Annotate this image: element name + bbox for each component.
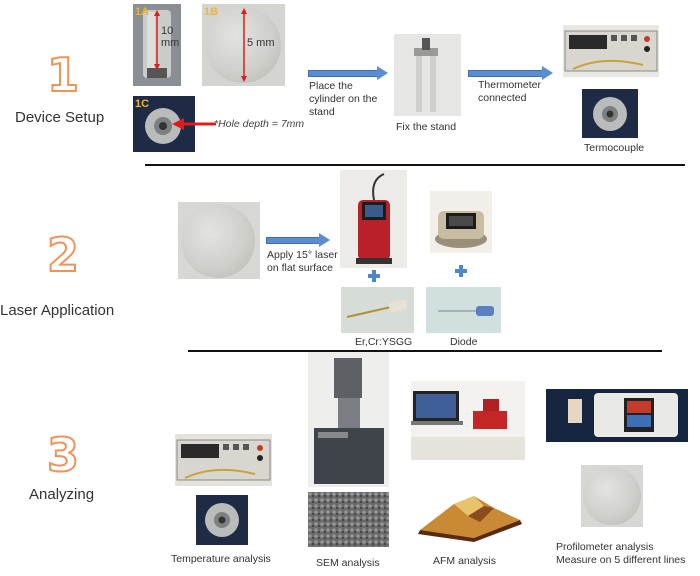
afm-analysis-label: AFM analysis xyxy=(433,555,497,567)
plus-icon-1 xyxy=(368,270,380,282)
tag-1b: 1B xyxy=(204,6,219,18)
place-cylinder-label: Place the cylinder on the stand xyxy=(309,80,378,119)
temperature-thermocouple-photo xyxy=(196,495,248,545)
sem-machine-photo xyxy=(308,352,389,487)
step-2-title: Laser Application xyxy=(0,302,115,319)
plus-icon-2 xyxy=(455,265,467,277)
arrow-shaft-1 xyxy=(308,70,378,77)
ercr-label: Er,Cr:YSGG xyxy=(355,336,413,348)
profilometer-photo xyxy=(546,389,688,442)
step-2-number: 2 xyxy=(46,228,80,282)
profilometer-analysis-label: Profilometer analysis Measure on 5 diffe… xyxy=(556,541,686,567)
sem-analysis-label: SEM analysis xyxy=(316,557,380,569)
hole-photo xyxy=(133,96,195,152)
arrow-shaft-3 xyxy=(266,237,320,244)
arrow-head-2 xyxy=(542,66,553,80)
ercr-handpiece-photo xyxy=(341,287,414,333)
hole-depth-note: *Hole depth = 7mm xyxy=(214,118,305,130)
arrow-shaft-2 xyxy=(468,70,543,77)
hole-arrow xyxy=(172,118,216,130)
afm-setup-photo xyxy=(411,381,525,460)
temperature-meter-photo xyxy=(175,434,272,486)
thermocouple-photo xyxy=(582,89,638,138)
step-1-title: Device Setup xyxy=(15,109,105,126)
cylinder-photo xyxy=(133,4,181,86)
diode-device-photo xyxy=(430,191,492,253)
flat-disc-photo xyxy=(178,202,260,279)
profilometer-disc-photo xyxy=(581,465,643,527)
arrow-head-1 xyxy=(377,66,388,80)
step-1-number: 1 xyxy=(46,48,80,102)
cylinder-height-label: 10 mm xyxy=(161,25,180,50)
step-3-title: Analyzing xyxy=(29,486,95,503)
thermometer-photo xyxy=(563,25,659,77)
laser-device-photo xyxy=(340,170,407,268)
thermometer-connected-label: Thermometer connected xyxy=(478,79,542,105)
disc-photo xyxy=(202,4,285,86)
temperature-analysis-label: Temperature analysis xyxy=(171,553,271,565)
diode-label: Diode xyxy=(450,336,478,348)
section-divider-2 xyxy=(188,350,662,352)
afm-surface-photo xyxy=(414,486,526,544)
diode-handpiece-photo xyxy=(426,287,501,333)
sem-micrograph-photo xyxy=(308,492,389,547)
disc-diameter-label: 5 mm xyxy=(247,37,275,49)
stand-photo xyxy=(394,34,461,116)
fix-stand-label: Fix the stand xyxy=(396,121,457,133)
tag-1a: 1A xyxy=(135,6,150,18)
section-divider-1 xyxy=(145,164,685,166)
tag-1c: 1C xyxy=(135,98,150,110)
step-3-number: 3 xyxy=(46,428,80,482)
apply-laser-label: Apply 15° laser on flat surface xyxy=(267,249,338,275)
thermocouple-label: Termocouple xyxy=(584,142,645,154)
arrow-head-3 xyxy=(319,233,330,247)
